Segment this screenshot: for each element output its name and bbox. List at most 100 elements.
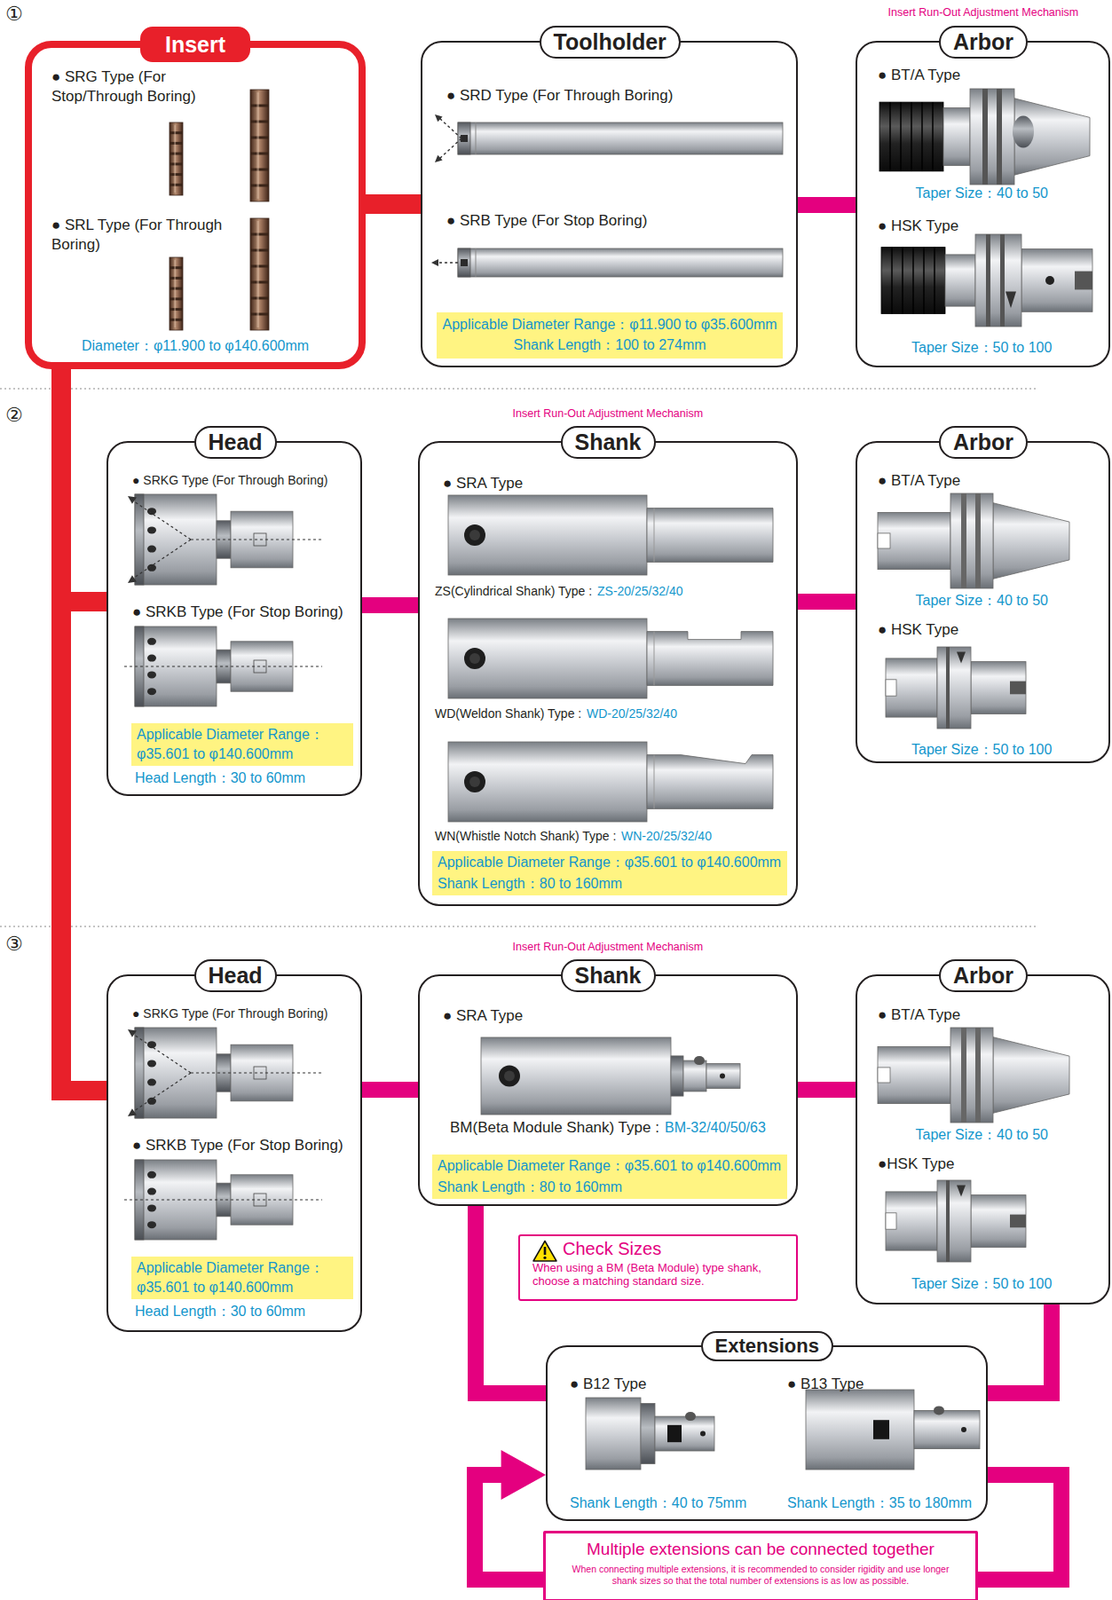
graphic-part <box>169 276 183 280</box>
text-label: Taper Size：50 to 100 <box>911 339 1052 357</box>
text-label: ● SRKB Type (For Stop Boring) <box>132 602 344 622</box>
graphic-part <box>946 646 950 729</box>
text-label: Applicable Diameter Range：φ35.601 to φ14… <box>136 1258 350 1298</box>
graphic-part <box>134 494 144 585</box>
graphic-part <box>173 260 176 328</box>
graphic-part <box>921 102 923 172</box>
graphic-part <box>694 1056 705 1065</box>
note-label: Insert Run-Out Adjustment Mechanism <box>888 6 1080 21</box>
graphic-part <box>654 631 655 687</box>
graphic-part <box>169 162 183 166</box>
graphic-part <box>250 152 269 156</box>
separator-line <box>0 387 1039 389</box>
graphic-part <box>982 88 988 185</box>
graphic-part <box>131 499 191 540</box>
graphic-part <box>216 1182 231 1217</box>
section-heading: Head <box>194 425 277 459</box>
graphic-part <box>448 741 647 822</box>
graphic-part <box>956 652 966 664</box>
graphic-part <box>667 1425 682 1443</box>
graphic-part <box>457 248 471 277</box>
graphic-part <box>147 1041 157 1049</box>
component-box: Shank● SRA TypeBM(Beta Module Shank) Typ… <box>417 974 798 1207</box>
warning-icon <box>532 1239 558 1262</box>
graphic-part <box>147 1079 157 1087</box>
text-label: Shank Length：80 to 160mm <box>437 1178 623 1197</box>
graphic-part <box>933 1405 945 1415</box>
text-label: Taper Size：50 to 100 <box>911 741 1052 759</box>
text-label: Multiple extensions can be connected tog… <box>586 1538 935 1561</box>
graphic-part <box>975 234 1022 327</box>
graphic-part <box>504 1071 515 1082</box>
text-label: BM-32/40/50/63 <box>664 1119 766 1137</box>
graphic-part <box>250 233 269 237</box>
graphic-part <box>147 687 157 695</box>
graphic-part <box>256 220 260 328</box>
component-box: Extensions● B12 TypeShank Length：40 to 7… <box>545 1345 988 1522</box>
graphic-part <box>256 92 260 199</box>
connector-line <box>362 597 418 614</box>
graphic-part <box>169 266 183 269</box>
graphic-part <box>250 218 269 331</box>
graphic-part <box>147 545 157 553</box>
graphic-part <box>147 1221 157 1229</box>
text-label: WN-20/25/32/40 <box>621 828 712 845</box>
graphic-part <box>931 102 934 172</box>
graphic-part <box>147 1059 157 1067</box>
text-label: ● SRKG Type (For Through Boring) <box>132 473 328 489</box>
component-box: Toolholder● SRD Type (For Through Boring… <box>420 40 798 368</box>
text-label: ● HSK Type <box>877 216 959 236</box>
graphic-part <box>448 618 647 699</box>
text-label: Taper Size：40 to 50 <box>915 184 1049 203</box>
graphic-part <box>543 1256 546 1260</box>
text-label: ● BT/A Type <box>877 1005 961 1025</box>
text-label: When using a BM (Beta Module) type shank… <box>532 1261 792 1288</box>
graphic-part <box>912 247 915 315</box>
graphic-part <box>469 653 481 664</box>
graphic-part <box>1000 234 1005 327</box>
graphic-part <box>961 1027 967 1123</box>
tool-illustration <box>124 624 324 709</box>
section-heading: Insert <box>140 26 251 63</box>
graphic-part <box>173 125 176 193</box>
graphic-part <box>431 259 439 267</box>
tool-illustration <box>169 257 183 331</box>
graphic-part <box>961 493 967 589</box>
graphic-part <box>457 122 783 155</box>
graphic-part <box>127 1029 137 1038</box>
text-label: ● SRKG Type (For Through Boring) <box>132 1006 328 1023</box>
connector-line <box>362 1081 418 1098</box>
graphic-part <box>230 1175 293 1225</box>
text-label: ● SRD Type (For Through Boring) <box>446 86 673 105</box>
tool-illustration <box>448 617 775 700</box>
graphic-part <box>937 646 971 729</box>
connector <box>365 204 421 206</box>
tool-illustration <box>124 1158 324 1242</box>
graphic-part <box>250 104 269 108</box>
graphic-part <box>885 1213 897 1230</box>
graphic-part <box>481 1037 671 1115</box>
graphic-part <box>457 122 471 155</box>
component-box: Head● SRKG Type (For Through Boring)● SR… <box>106 441 363 797</box>
graphic-part <box>877 1067 891 1083</box>
text-label: Taper Size：40 to 50 <box>915 591 1049 610</box>
graphic-part <box>700 1431 706 1437</box>
component-box: Shank● SRA TypeZS(Cylindrical Shank) Typ… <box>417 441 798 907</box>
component-box: Arbor● BT/A TypeTaper Size：40 to 50● HSK… <box>855 40 1111 368</box>
graphic-part <box>169 141 183 145</box>
graphic-part <box>654 1416 715 1452</box>
text-label: ● BT/A Type <box>877 471 961 490</box>
graphic-part <box>1074 271 1093 291</box>
graphic-part <box>147 507 157 515</box>
graphic-part <box>1005 291 1017 309</box>
graphic-part <box>975 493 981 589</box>
text-label: Shank Length：40 to 75mm <box>569 1494 747 1513</box>
component-box: Insert● SRG Type (For Stop/Through Borin… <box>24 40 366 370</box>
graphic-part <box>1021 249 1093 313</box>
graphic-part <box>147 1171 157 1179</box>
tool-illustration <box>448 494 775 576</box>
component-box: Check SizesWhen using a BM (Beta Module)… <box>518 1234 798 1302</box>
tool-illustration <box>250 218 269 331</box>
graphic-part <box>131 1072 191 1113</box>
text-label: ● SRKB Type (For Stop Boring) <box>132 1135 344 1155</box>
